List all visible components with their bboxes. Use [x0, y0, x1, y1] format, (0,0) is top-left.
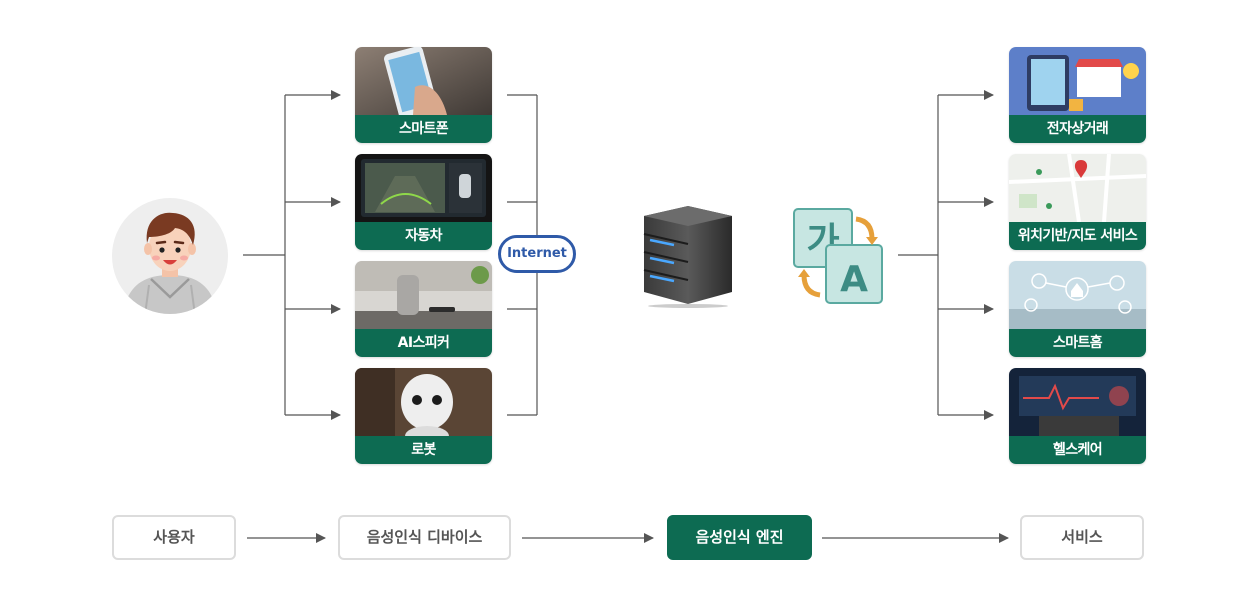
car-dashboard-image	[355, 154, 492, 222]
service-card-smarthome: 스마트홈	[1009, 261, 1146, 357]
smarthome-image	[1009, 261, 1146, 329]
internet-badge: Internet	[498, 235, 576, 273]
device-label: AI스피커	[355, 329, 492, 357]
device-card-ai-speaker: AI스피커	[355, 261, 492, 357]
device-card-car: 자동차	[355, 154, 492, 250]
ai-speaker-image	[355, 261, 492, 329]
map-image	[1009, 154, 1146, 222]
service-label: 헬스케어	[1009, 436, 1146, 464]
flow-step-voice-engine: 음성인식 엔진	[667, 515, 812, 560]
robot-image	[355, 368, 492, 436]
device-label: 스마트폰	[355, 115, 492, 143]
service-card-healthcare: 헬스케어	[1009, 368, 1146, 464]
service-label: 위치기반/지도 서비스	[1009, 222, 1146, 250]
flow-step-voice-device: 음성인식 디바이스	[338, 515, 511, 560]
server-icon	[643, 206, 732, 308]
service-label: 스마트홈	[1009, 329, 1146, 357]
ecommerce-image	[1009, 47, 1146, 115]
service-card-ecommerce: 전자상거래	[1009, 47, 1146, 143]
device-label: 자동차	[355, 222, 492, 250]
flow-step-service: 서비스	[1020, 515, 1144, 560]
svg-text:A: A	[840, 259, 868, 300]
device-label: 로봇	[355, 436, 492, 464]
healthcare-image	[1009, 368, 1146, 436]
service-card-map: 위치기반/지도 서비스	[1009, 154, 1146, 250]
user-avatar-icon	[112, 198, 228, 314]
device-card-robot: 로봇	[355, 368, 492, 464]
translate-icon: 가 A	[793, 208, 883, 304]
smartphone-image	[355, 47, 492, 115]
flow-step-user: 사용자	[112, 515, 236, 560]
device-card-smartphone: 스마트폰	[355, 47, 492, 143]
service-label: 전자상거래	[1009, 115, 1146, 143]
